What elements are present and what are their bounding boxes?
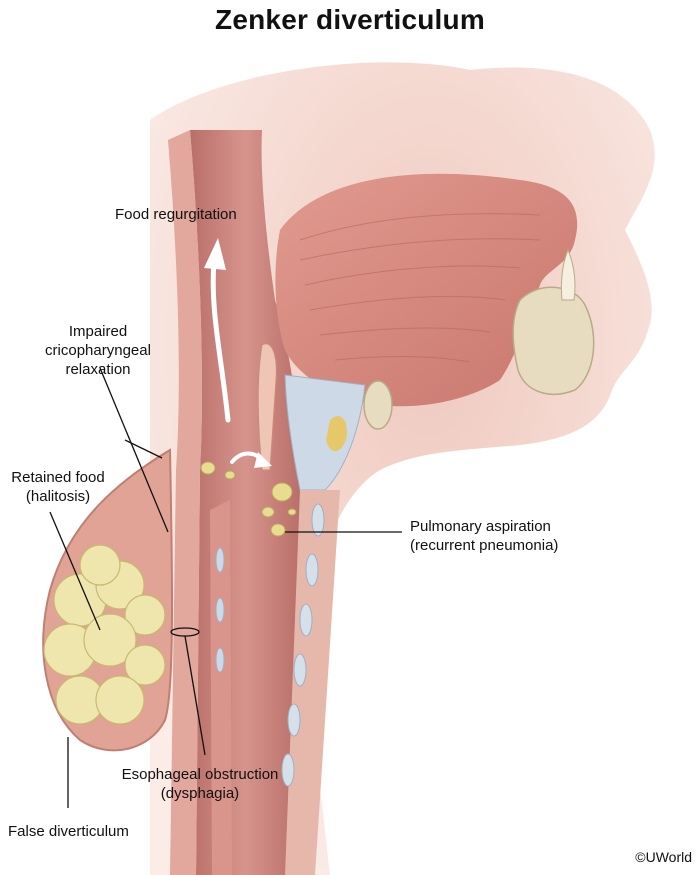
page-title: Zenker diverticulum	[215, 4, 485, 35]
regurgitation-arrow	[210, 259, 231, 423]
label-retained-food: Retained food (halitosis)	[11, 469, 105, 505]
tongue	[275, 173, 578, 407]
label-impaired-cricopharyngeal-relaxation: Impaired cricopharyngeal relaxation	[45, 323, 151, 378]
aspiration-arrowhead	[254, 452, 272, 468]
vocal-fold-fat	[326, 416, 347, 452]
tooth	[560, 248, 576, 301]
trachea	[281, 490, 340, 875]
tongue-muscle-fibers	[299, 213, 541, 363]
label-false-diverticulum: False diverticulum	[8, 823, 129, 840]
hyoid-bone	[363, 380, 393, 430]
regurgitation-arrowhead	[204, 238, 226, 270]
leader-lines	[49, 367, 402, 808]
esophagus	[210, 500, 232, 875]
epiglottis	[257, 343, 277, 471]
label-esophageal-obstruction: Esophageal obstruction (dysphagia)	[121, 766, 279, 802]
aspirated-food-particles	[200, 461, 297, 537]
mandible	[512, 286, 595, 395]
label-pulmonary-aspiration: Pulmonary aspiration (recurrent pneumoni…	[410, 518, 559, 554]
label-food-regurgitation: Food regurgitation	[115, 206, 237, 223]
copyright-notice: ©UWorld	[635, 849, 692, 865]
esophageal-rings	[215, 547, 225, 673]
